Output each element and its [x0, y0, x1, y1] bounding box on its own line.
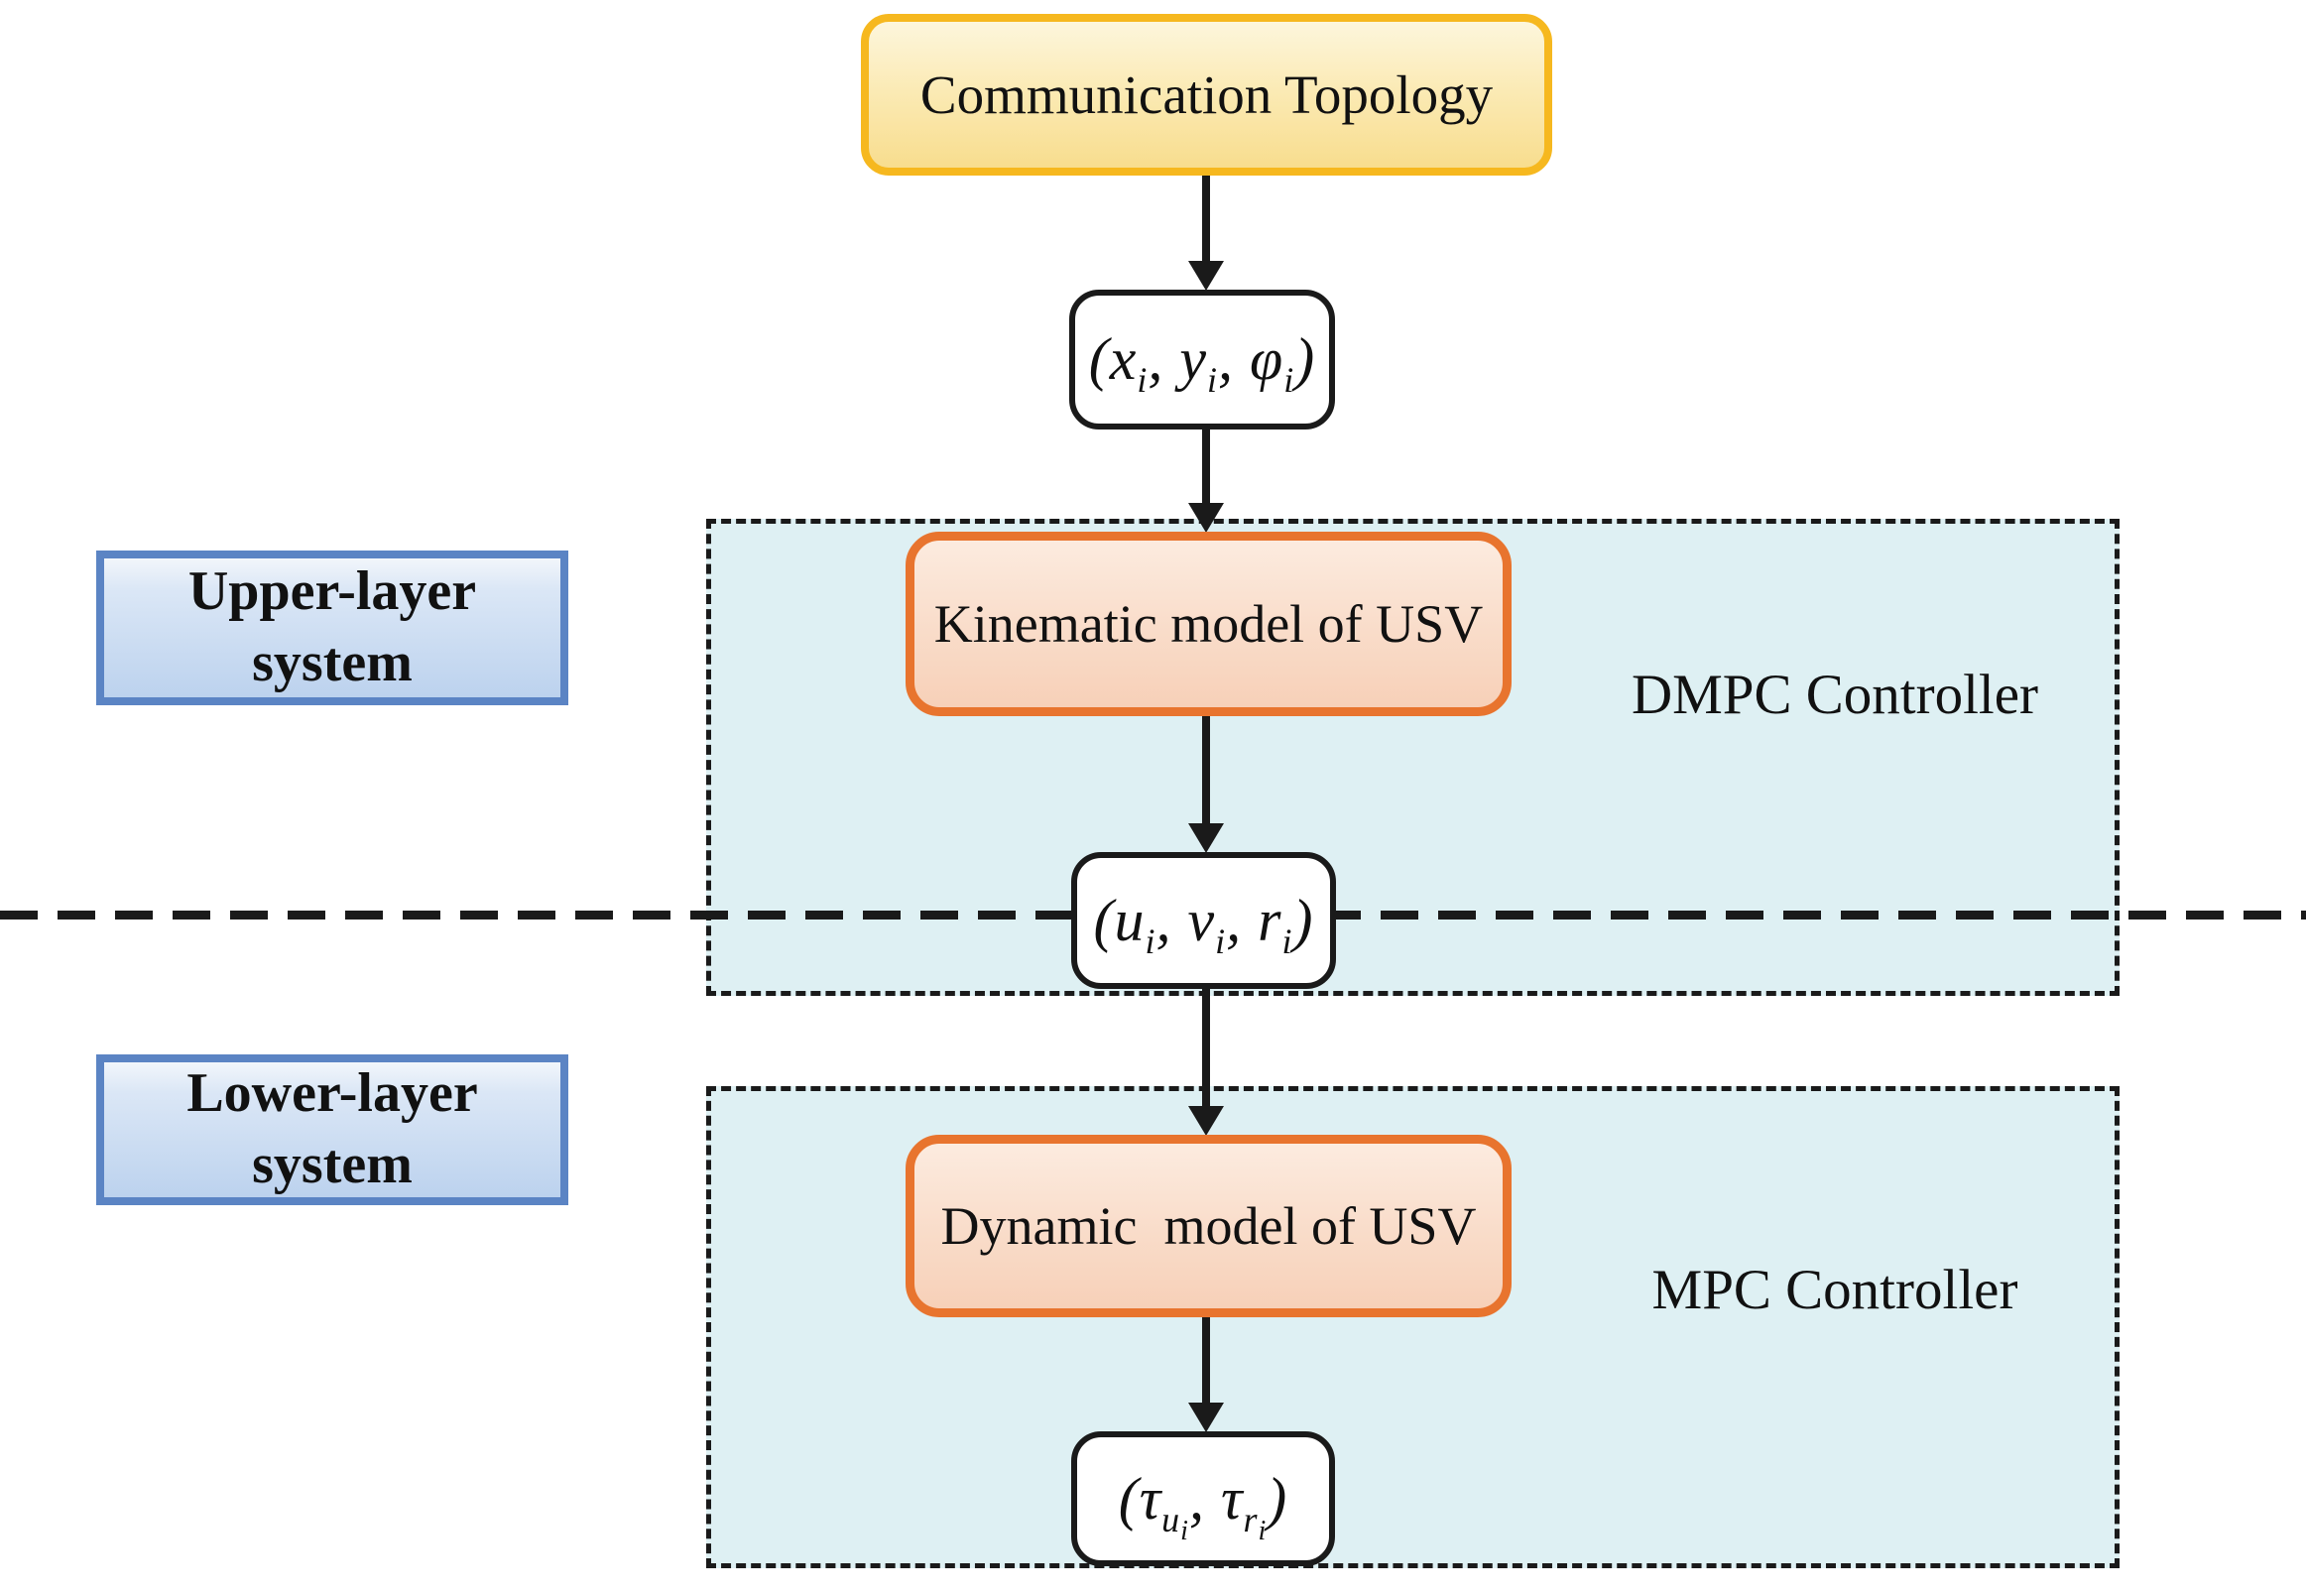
- pose-signal-math: (xi, yi, φi): [1088, 326, 1316, 400]
- mpc-controller-label: MPC Controller: [1651, 1259, 2018, 1321]
- communication-topology-node: Communication Topology: [861, 14, 1552, 176]
- arrow-dynamic-to-control: [1202, 1317, 1210, 1406]
- arrow-comm-to-pose: [1202, 175, 1210, 264]
- kinematic-model-label: Kinematic model of USV: [933, 594, 1484, 654]
- arrow-velocity-to-dynamic: [1202, 989, 1210, 1108]
- arrow-head-icon: [1188, 1106, 1224, 1136]
- upper-layer-system-label: Upper-layer system: [96, 551, 568, 705]
- arrow-pose-to-kinematic: [1202, 430, 1210, 505]
- lower-layer-line2: system: [252, 1134, 413, 1195]
- arrow-head-icon: [1188, 823, 1224, 853]
- communication-topology-label: Communication Topology: [919, 64, 1494, 125]
- arrow-kinematic-to-velocity: [1202, 716, 1210, 825]
- control-input-signal-math: (τui, τri): [1118, 1465, 1288, 1546]
- control-input-signal-box: (τui, τri): [1071, 1431, 1335, 1566]
- velocity-signal-math: (ui, vi, ri): [1093, 887, 1314, 961]
- dynamic-model-node: Dynamic model of USV: [906, 1135, 1512, 1317]
- upper-layer-line2: system: [252, 632, 413, 693]
- upper-layer-line1: Upper-layer: [187, 560, 477, 623]
- kinematic-model-node: Kinematic model of USV: [906, 532, 1512, 716]
- velocity-signal-box: (ui, vi, ri): [1071, 852, 1336, 989]
- arrow-head-icon: [1188, 1403, 1224, 1432]
- dmpc-controller-label: DMPC Controller: [1631, 664, 2039, 726]
- arrow-head-icon: [1188, 261, 1224, 291]
- lower-layer-line1: Lower-layer: [186, 1062, 478, 1125]
- pose-signal-box: (xi, yi, φi): [1069, 290, 1335, 430]
- dynamic-model-label: Dynamic model of USV: [940, 1196, 1477, 1256]
- lower-layer-system-label: Lower-layer system: [96, 1054, 568, 1205]
- arrow-head-icon: [1188, 503, 1224, 533]
